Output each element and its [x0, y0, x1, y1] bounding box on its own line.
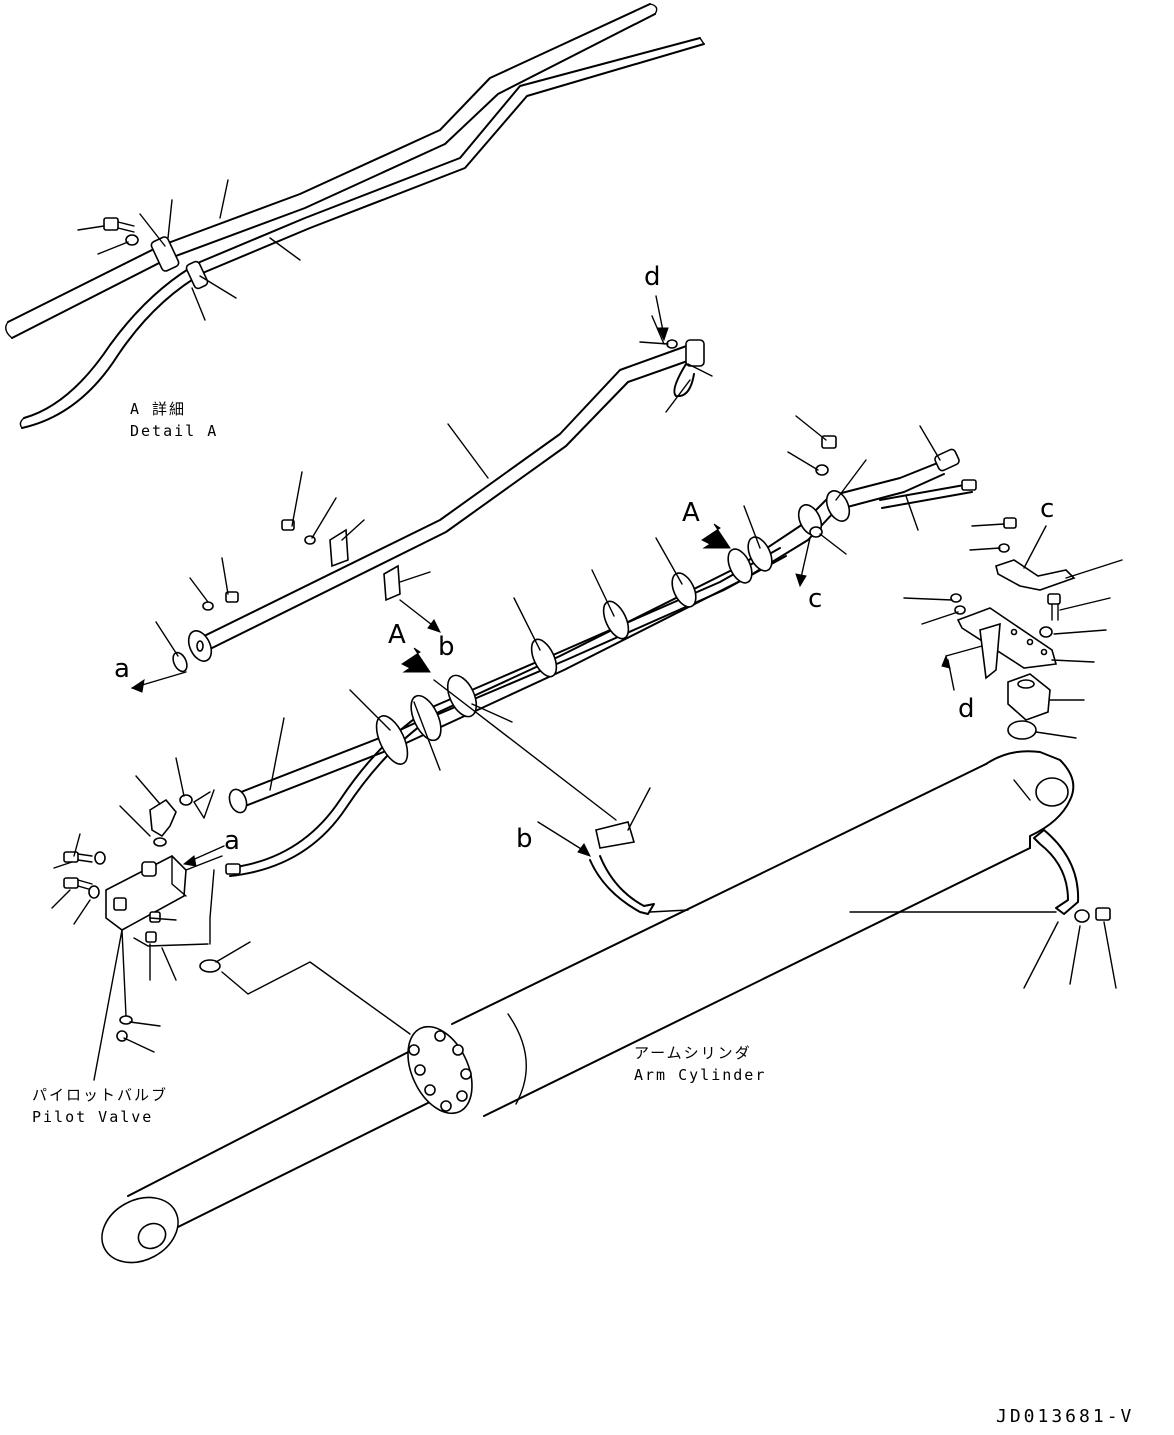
- view-arrow-upper: [701, 523, 731, 549]
- detail-leaders: [77, 179, 301, 321]
- rod-end-eye: [101, 1196, 179, 1264]
- detail-a-title-en: Detail A: [130, 422, 219, 440]
- ref-letter-d-right: d: [958, 694, 975, 724]
- bracket-leaders: [903, 523, 1123, 739]
- ref-letter-c-upper: c: [808, 584, 823, 614]
- upper-pipe: [130, 295, 713, 693]
- view-arrow-lower: [401, 647, 431, 673]
- o-ring-left: [172, 651, 188, 673]
- valve-leaders: [51, 757, 251, 1081]
- ref-letter-A-upper: A: [682, 498, 700, 528]
- ref-letter-a-valve: a: [224, 826, 240, 856]
- ref-letter-b-lower: b: [516, 824, 533, 854]
- detail-a-title-ja: A 詳細: [130, 400, 187, 418]
- hose-end-left: [228, 788, 248, 814]
- pilot-valve-label-ja: パイロットバルブ: [32, 1086, 169, 1104]
- hose-fitting-right: [934, 448, 960, 472]
- detail-a-view: [5, 3, 705, 429]
- cylinder-leaders: [221, 787, 1117, 1035]
- right-bracket-group: [903, 517, 1123, 740]
- ref-letter-c-right: c: [1040, 494, 1055, 524]
- drawing-code: JD013681-V: [996, 1406, 1135, 1427]
- main-hose-assembly: [227, 415, 977, 877]
- upper-pipe-leaders: [155, 315, 713, 657]
- pilot-valve-label-en: Pilot Valve: [32, 1108, 154, 1126]
- flange-right: [685, 339, 705, 367]
- ref-letter-A-lower: A: [388, 620, 406, 650]
- clamp-strap-left: [589, 855, 655, 915]
- detail-bolt: [103, 217, 139, 246]
- arm-cylinder-label-en: Arm Cylinder: [634, 1066, 767, 1084]
- ref-letter-b-mid: b: [438, 632, 455, 662]
- clamp-strap-right: [1033, 829, 1080, 915]
- detail-lower-tube: [21, 37, 705, 429]
- detail-upper-tube: [7, 3, 656, 339]
- pilot-valve: [51, 757, 251, 1081]
- hose-leaders: [269, 415, 941, 821]
- elbow-fitting: [149, 798, 177, 838]
- ref-letter-d-top: d: [644, 262, 661, 292]
- arm-cylinder-label-ja: アームシリンダ: [634, 1044, 752, 1062]
- ref-letter-a-left: a: [114, 654, 130, 684]
- arm-cylinder: [101, 750, 1117, 1264]
